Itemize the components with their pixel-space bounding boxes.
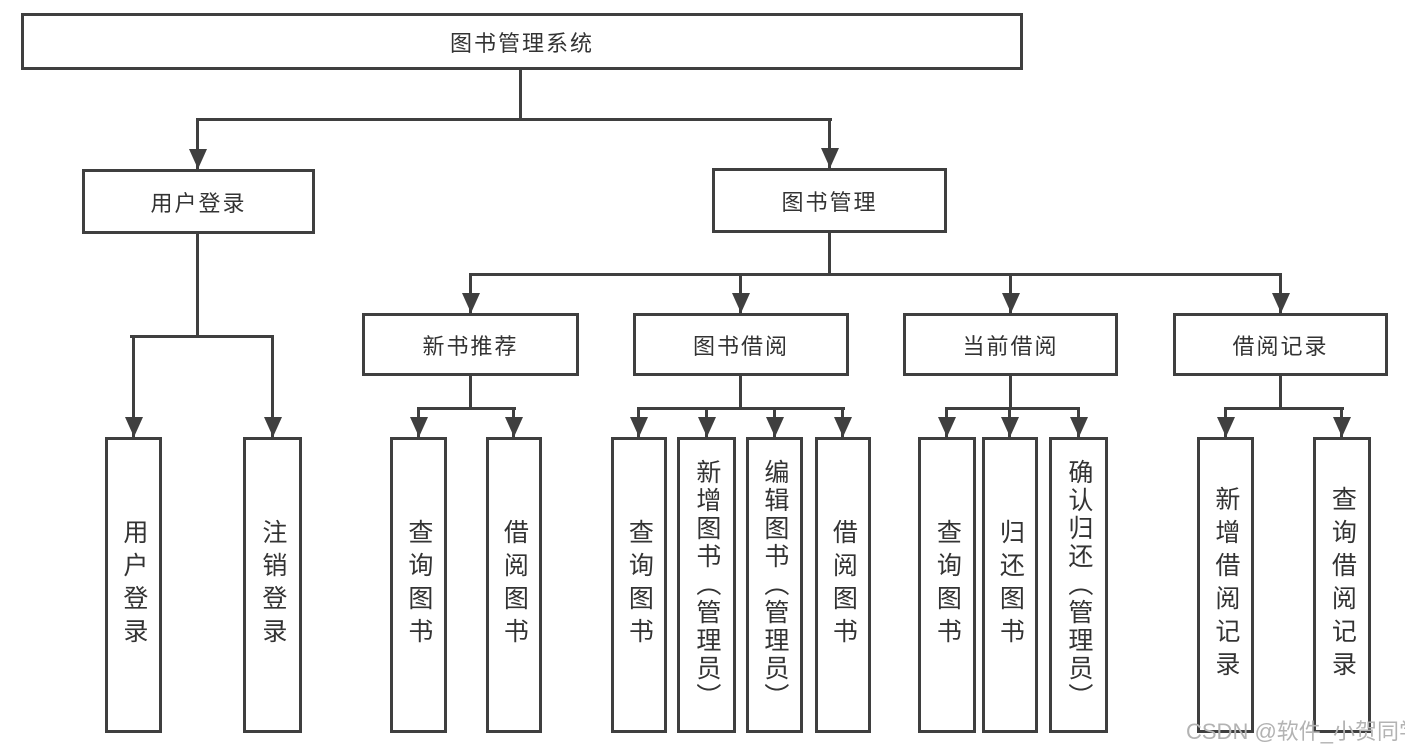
leaf-user-login-label: 用户登录 [119,519,148,651]
node-root-label: 图书管理系统 [449,30,594,56]
node-new-book-recommend-label: 新书推荐 [422,333,519,359]
leaf-query-books-2-label: 查询图书 [625,519,654,651]
leaf-return-books-label: 归还图书 [996,519,1025,651]
leaf-borrow-books-2: 借阅图书 [815,437,871,733]
leaf-return-books: 归还图书 [982,437,1038,733]
connector-root-stem [519,69,522,121]
connector-book-mgmt-splitter [469,273,1282,276]
node-root: 图书管理系统 [21,13,1023,70]
down-arrow [1009,273,1012,313]
connector-borrow-record-splitter [1224,407,1344,410]
down-arrow [1279,273,1282,313]
connector-current-borrow-stem [1009,375,1012,410]
leaf-add-borrow-record: 新增借阅记录 [1197,437,1254,733]
down-arrow [705,407,708,437]
node-book-borrow-label: 图书借阅 [692,333,789,359]
leaf-add-borrow-record-label: 新增借阅记录 [1211,486,1240,684]
connector-borrow-record-stem [1279,375,1282,410]
leaf-edit-book-admin-label: 编辑图书（管理员） [760,459,789,711]
connector-user-login-stem [196,233,199,338]
leaf-logout-label: 注销登录 [258,519,287,651]
node-borrow-record-label: 借阅记录 [1232,333,1329,359]
down-arrow [828,118,831,168]
down-arrow [132,335,135,437]
connector-new-book-stem [469,375,472,410]
down-arrow [773,407,776,437]
leaf-query-books-1: 查询图书 [390,437,447,733]
leaf-query-books-3: 查询图书 [918,437,976,733]
node-book-borrow: 图书借阅 [633,313,849,376]
connector-root-splitter [196,118,832,121]
leaf-query-borrow-record: 查询借阅记录 [1313,437,1371,733]
down-arrow [469,273,472,313]
down-arrow [271,335,274,437]
node-current-borrow: 当前借阅 [903,313,1118,376]
node-new-book-recommend: 新书推荐 [362,313,579,376]
down-arrow [841,407,844,437]
down-arrow [739,273,742,313]
leaf-query-books-1-label: 查询图书 [404,519,433,651]
node-user-login: 用户登录 [82,169,315,234]
node-borrow-record: 借阅记录 [1173,313,1388,376]
leaf-user-login: 用户登录 [105,437,162,733]
node-book-management: 图书管理 [712,168,947,233]
down-arrow [1008,407,1011,437]
node-book-management-label: 图书管理 [781,189,878,215]
down-arrow [945,407,948,437]
connector-current-borrow-splitter [945,407,1080,410]
down-arrow [1077,407,1080,437]
leaf-logout: 注销登录 [243,437,302,733]
down-arrow [1340,407,1343,437]
leaf-query-books-3-label: 查询图书 [933,519,962,651]
leaf-borrow-books-1: 借阅图书 [486,437,542,733]
down-arrow [512,407,515,437]
leaf-confirm-return-admin: 确认归还（管理员） [1049,437,1108,733]
down-arrow [637,407,640,437]
down-arrow [417,407,420,437]
leaf-confirm-return-admin-label: 确认归还（管理员） [1064,459,1093,711]
leaf-query-books-2: 查询图书 [611,437,667,733]
down-arrow [196,118,199,169]
leaf-borrow-books-1-label: 借阅图书 [500,519,529,651]
connector-book-mgmt-stem [828,232,831,276]
leaf-query-borrow-record-label: 查询借阅记录 [1328,486,1357,684]
leaf-edit-book-admin: 编辑图书（管理员） [746,437,803,733]
node-current-borrow-label: 当前借阅 [962,333,1059,359]
connector-new-book-splitter [417,407,516,410]
connector-user-login-splitter [130,335,274,338]
node-user-login-label: 用户登录 [150,190,247,216]
down-arrow [1224,407,1227,437]
connector-book-borrow-stem [739,375,742,410]
connector-book-borrow-splitter [637,407,845,410]
leaf-add-book-admin: 新增图书（管理员） [677,437,736,733]
csdn-watermark: CSDN @软件_小贺同学 [1186,719,1405,744]
leaf-add-book-admin-label: 新增图书（管理员） [692,459,721,711]
leaf-borrow-books-2-label: 借阅图书 [829,519,858,651]
